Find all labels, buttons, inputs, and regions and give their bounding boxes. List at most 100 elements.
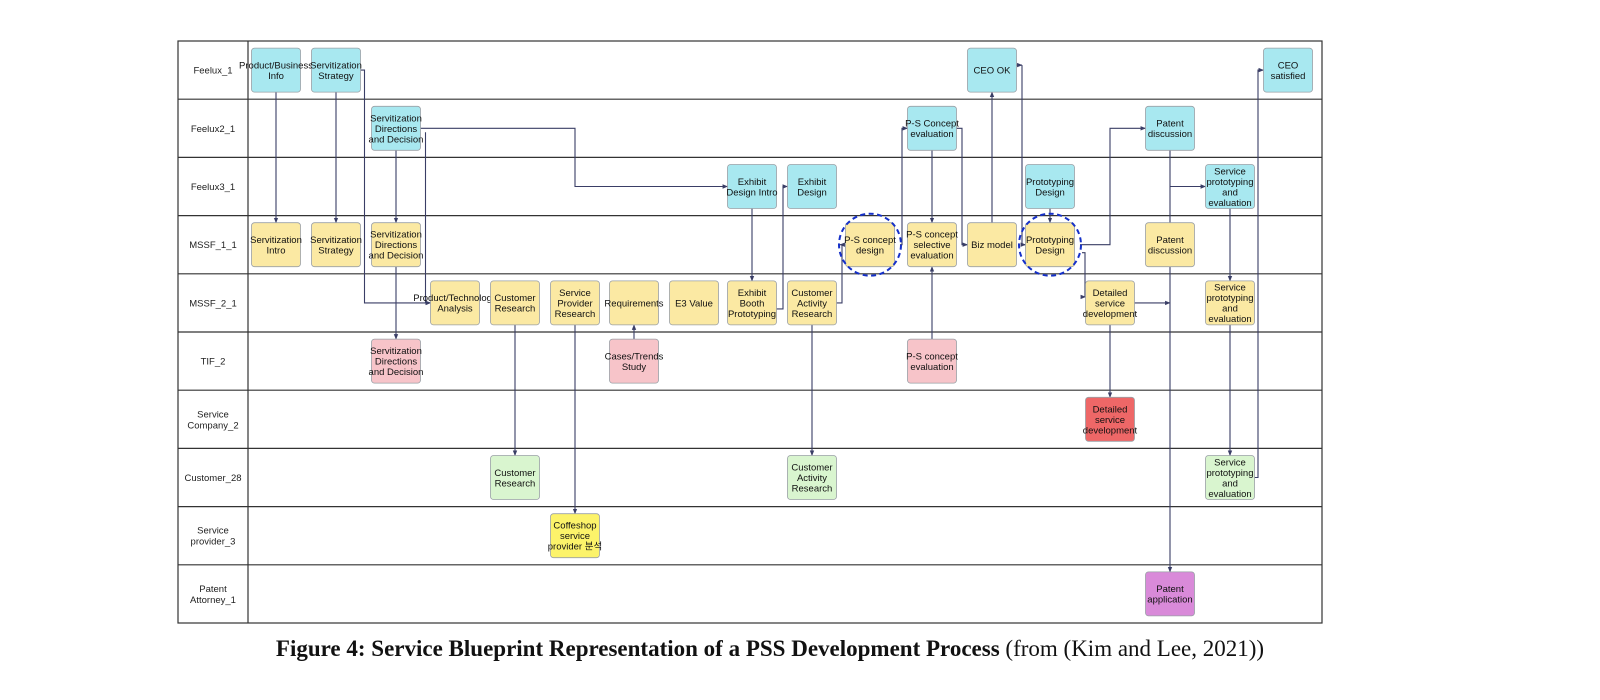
lane-label: Feelux2_1 (191, 124, 235, 135)
node-box (787, 455, 837, 500)
node-box (967, 47, 1017, 93)
connector-arrow (836, 242, 845, 304)
node-label: E3 Value (675, 298, 713, 309)
node-box (907, 105, 957, 151)
connector-arrow (1080, 252, 1087, 300)
caption-normal: (from (Kim and Lee, 2021)) (999, 636, 1265, 661)
connector-arrow (1020, 65, 1027, 247)
node-box (311, 222, 361, 268)
node-box (1085, 396, 1135, 442)
node-box (1145, 571, 1195, 617)
node-box (1205, 164, 1255, 209)
node-box (845, 222, 895, 268)
connector-arrow (424, 132, 432, 306)
node-box (787, 164, 837, 209)
node-box (727, 164, 777, 209)
connector-arrow (420, 127, 729, 189)
node-box (1205, 455, 1255, 500)
highlight-circle (1018, 212, 1082, 277)
node-box (609, 338, 659, 384)
node-box (371, 105, 421, 151)
node-box (490, 280, 540, 326)
lane-label: MSSF_1_1 (189, 240, 237, 251)
node-box (251, 222, 301, 268)
node-box (1145, 222, 1195, 268)
node-box (251, 47, 301, 93)
node-box (1025, 164, 1075, 209)
node-label: Requirements (604, 298, 663, 309)
node-label: Biz model (971, 240, 1013, 251)
lane-label: TIF_2 (201, 357, 226, 368)
node-box (907, 222, 957, 268)
node-n23: Requirements (604, 280, 664, 326)
connectors (273, 62, 1265, 573)
node-box (311, 47, 361, 93)
node-n24: E3 Value (669, 280, 719, 326)
node-label: CEO OK (974, 66, 1012, 77)
connector-arrow (1254, 67, 1265, 479)
node-box (727, 280, 777, 326)
node-box (609, 280, 659, 326)
node-box (1205, 280, 1255, 326)
node-box (787, 280, 837, 326)
node-box (669, 280, 719, 326)
node-box (371, 222, 421, 268)
node-box (1085, 280, 1135, 326)
node-box (1145, 105, 1195, 151)
lane-label: Feelux3_1 (191, 182, 235, 193)
node-box (550, 513, 600, 559)
node-box (371, 338, 421, 384)
highlight-circles (838, 212, 1082, 277)
node-box (967, 222, 1017, 268)
